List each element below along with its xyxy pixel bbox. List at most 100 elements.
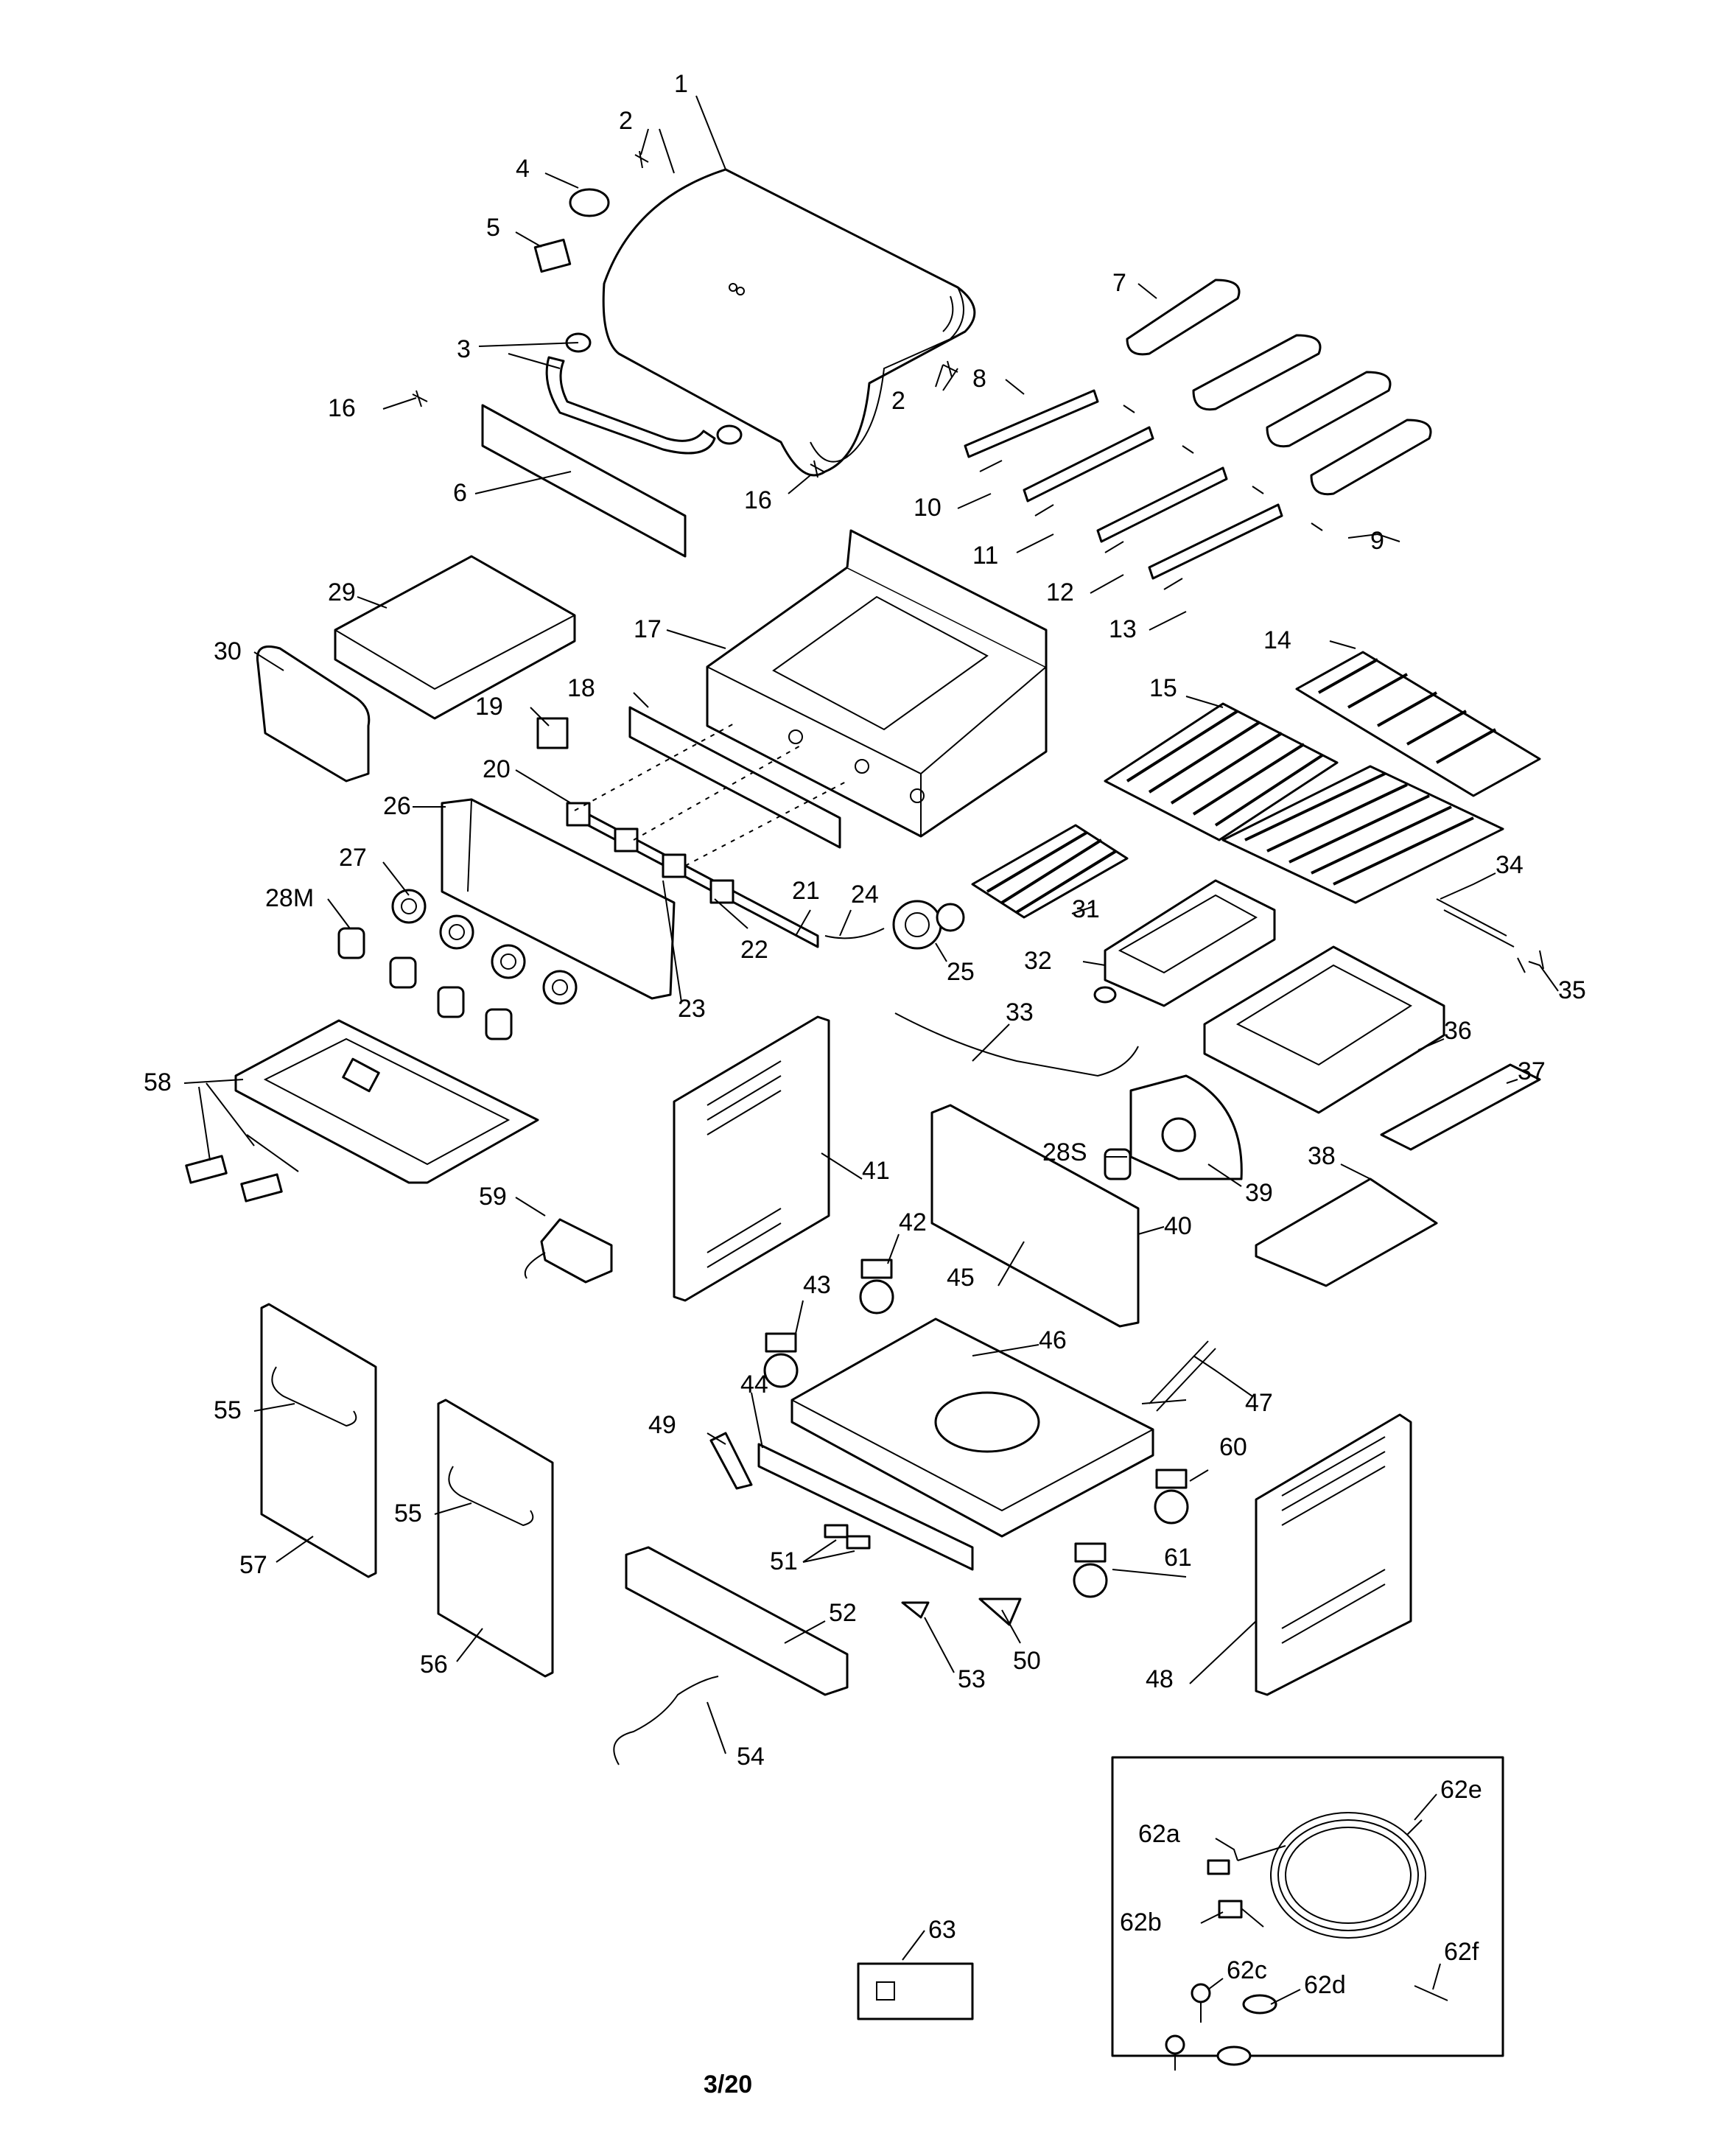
lid: [602, 168, 976, 477]
label-44: 44: [740, 1371, 768, 1399]
side-shelf-edge: [334, 615, 575, 690]
label-27: 27: [339, 844, 367, 872]
cart-back-panel: [930, 1104, 1140, 1328]
label-45: 45: [947, 1264, 975, 1292]
lid-pin: [810, 460, 824, 478]
label-62a: 62a: [1138, 1820, 1180, 1848]
label-51: 51: [770, 1547, 798, 1575]
label-3: 3: [457, 335, 471, 363]
label-59: 59: [479, 1183, 507, 1211]
label-58: 58: [144, 1068, 172, 1096]
control-knobs: [337, 889, 578, 1040]
bottom-shelf: [790, 1317, 1154, 1538]
right-side-shelf: [1255, 1177, 1438, 1287]
label-36: 36: [1444, 1017, 1472, 1045]
label-4: 4: [516, 155, 530, 183]
label-16: 16: [328, 394, 356, 422]
thermometer-bezel: [533, 238, 572, 273]
label-55: 55: [394, 1499, 422, 1527]
label-30: 30: [214, 637, 242, 665]
label-37: 37: [1518, 1057, 1546, 1085]
control-panel: [441, 798, 676, 1000]
owners-manual: [857, 1962, 974, 2020]
bracket: [901, 1601, 930, 1619]
label-53: 53: [958, 1665, 986, 1693]
electrode: [1182, 445, 1194, 454]
electrode: [1311, 522, 1323, 531]
label-60: 60: [1219, 1433, 1247, 1461]
electrode: [1123, 405, 1135, 413]
label-7: 7: [1112, 269, 1126, 297]
page-number: 3/20: [704, 2071, 752, 2099]
label-56: 56: [420, 1651, 448, 1679]
label-2: 2: [619, 107, 633, 135]
igniter-wire: [894, 1012, 1139, 1077]
bracket: [709, 1432, 753, 1490]
label-35: 35: [1558, 976, 1586, 1004]
drip-tray: [1380, 1063, 1541, 1151]
tank-retainer: [1141, 1340, 1216, 1412]
label-13: 13: [1109, 615, 1137, 643]
side-burner-knob: [1104, 1148, 1132, 1180]
label-12: 12: [1046, 578, 1074, 606]
cart-left-panel: [673, 1015, 830, 1302]
heat-shield: [481, 404, 687, 558]
grease-cup: [540, 1218, 613, 1284]
label-16: 16: [744, 486, 772, 514]
label-46: 46: [1039, 1326, 1067, 1354]
valve: [566, 802, 591, 827]
label-43: 43: [803, 1271, 831, 1299]
side-shelf: [334, 555, 576, 720]
lid-screw: [942, 360, 958, 378]
left-door: [260, 1303, 377, 1578]
hose-kit: [1165, 1812, 1448, 2071]
side-burner-knob-bezel: [1161, 1117, 1196, 1152]
label-25: 25: [947, 958, 975, 986]
label-50: 50: [1013, 1647, 1041, 1675]
label-52: 52: [829, 1599, 857, 1627]
label-38: 38: [1308, 1142, 1336, 1170]
label-23: 23: [678, 995, 706, 1023]
warming-rack: [1295, 651, 1541, 797]
label-62e: 62e: [1440, 1776, 1482, 1804]
door-magnet: [846, 1535, 871, 1550]
igniter-module: [536, 717, 569, 749]
label-19: 19: [475, 693, 503, 721]
lid-pin: [412, 390, 428, 407]
label-61: 61: [1164, 1544, 1192, 1572]
label-33: 33: [1006, 998, 1034, 1026]
side-burner-box: [1203, 945, 1445, 1114]
lid-screw: [634, 150, 649, 169]
label-10: 10: [914, 494, 942, 522]
label-41: 41: [862, 1157, 890, 1185]
label-54: 54: [737, 1743, 765, 1771]
cooking-grids: [1104, 702, 1504, 904]
side-shelf-bracket: [256, 645, 371, 783]
label-1: 1: [674, 70, 688, 98]
grease-cup-handle: [524, 1252, 546, 1279]
label-47: 47: [1245, 1389, 1273, 1417]
side-burner-grate-bars: [986, 831, 1118, 914]
leader-lines: [183, 95, 1559, 2005]
side-shelf-support: [1436, 898, 1515, 948]
label-20: 20: [483, 755, 511, 783]
label-55: 55: [214, 1396, 242, 1424]
firebox: [706, 529, 1048, 838]
label-29: 29: [328, 578, 356, 606]
label-18: 18: [567, 674, 595, 702]
regulator: [824, 900, 965, 950]
label-8: 8: [972, 365, 986, 393]
assembly-line: [633, 743, 804, 841]
electrode: [1252, 486, 1264, 494]
collector: [1104, 541, 1124, 553]
label-32: 32: [1024, 947, 1052, 975]
hose-kit-inset: [1111, 1756, 1504, 2057]
label-24: 24: [851, 881, 879, 909]
door-magnet: [824, 1524, 849, 1539]
label-62b: 62b: [1120, 1908, 1162, 1936]
label-62f: 62f: [1444, 1938, 1479, 1966]
label-26: 26: [383, 792, 411, 820]
casters: [763, 1259, 1189, 1598]
burner-tubes: [964, 389, 1283, 580]
